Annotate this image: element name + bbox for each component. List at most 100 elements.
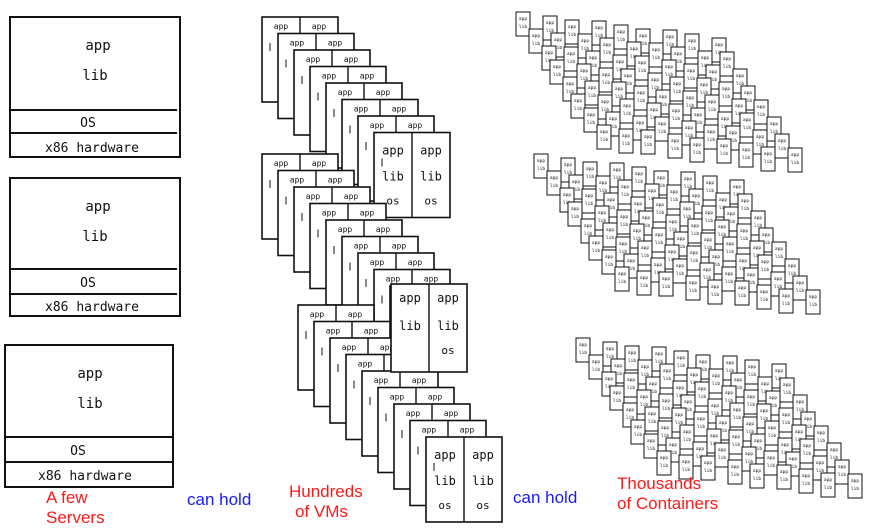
container-lib-label: lib (623, 111, 631, 117)
container-lib-label: lib (584, 231, 592, 237)
container-app-label: app (626, 408, 634, 413)
container-app-label: app (581, 39, 589, 44)
container-app-label: app (795, 430, 803, 435)
container-app-label: app (701, 56, 709, 61)
container-app-label: app (689, 281, 697, 286)
container-app-label: app (550, 176, 558, 181)
container-app-label: app (739, 259, 747, 264)
container-app-label: app (609, 117, 617, 122)
container-lib-label: lib (658, 129, 666, 135)
container-app-label: app (587, 113, 595, 118)
container-lib-label: lib (587, 120, 595, 126)
vm-app-label: app (328, 176, 343, 185)
container-lib-label: lib (669, 450, 677, 456)
container-lib-label: lib (650, 115, 658, 121)
vm-lib-label: lib (420, 170, 442, 184)
container-app-label: app (803, 444, 811, 449)
container-app-label: app (704, 238, 712, 243)
container-app-label: app (665, 65, 673, 70)
container-app-label: app (648, 189, 656, 194)
container-lib-label: lib (617, 37, 625, 43)
container-app-label: app (592, 241, 600, 246)
vm-app-label: app (354, 105, 369, 114)
container-app-label: app (692, 194, 700, 199)
container-lib-label: lib (720, 151, 728, 157)
container-lib-label: lib (718, 232, 726, 238)
container-lib-label: lib (689, 288, 697, 294)
container-lib-label: lib (851, 486, 859, 492)
vm-app-label: app (326, 327, 341, 336)
thousands-caption-line1: Thousands (617, 474, 702, 493)
vm-app-label: app (338, 88, 353, 97)
container-app-label: app (734, 378, 742, 383)
container-app-label: app (690, 373, 698, 378)
container-app-label: app (603, 43, 611, 48)
container-app-label: app (655, 233, 663, 238)
container-app-label: app (638, 61, 646, 66)
container-lib-label: lib (736, 81, 744, 87)
container-app-label: app (761, 382, 769, 387)
container-app-label: app (733, 185, 741, 190)
container-lib-label: lib (706, 188, 714, 194)
container-lib-label: lib (816, 468, 824, 474)
container-lib-label: lib (756, 142, 764, 148)
container-lib-label: lib (677, 244, 685, 250)
container-app-label: app (688, 39, 696, 44)
container-lib-label: lib (804, 424, 812, 430)
container-app-label: app (656, 203, 664, 208)
container-app-label: app (691, 224, 699, 229)
container-lib-label: lib (753, 476, 761, 482)
container-app-label: app (760, 290, 768, 295)
container-lib-label: lib (738, 293, 746, 299)
container-lib-label: lib (740, 236, 748, 242)
container-lib-label: lib (764, 159, 772, 165)
vm-app-label: app (370, 258, 385, 267)
container-lib-label: lib (656, 210, 664, 216)
container-lib-label: lib (638, 68, 646, 74)
container-lib-label: lib (605, 384, 613, 390)
container-app-label: app (708, 100, 716, 105)
container-app-label: app (682, 460, 690, 465)
container-lib-label: lib (699, 367, 707, 373)
container-lib-label: lib (553, 72, 561, 78)
container-app-label: app (684, 177, 692, 182)
container-app-label: app (770, 122, 778, 127)
container-lib-label: lib (654, 270, 662, 276)
container-lib-label: lib (761, 389, 769, 395)
container-app-label: app (757, 105, 765, 110)
container-app-label: app (651, 78, 659, 83)
container-app-label: app (796, 400, 804, 405)
vm-app-label: app (338, 225, 353, 234)
container-app-label: app (711, 285, 719, 290)
container-lib-label: lib (655, 359, 663, 365)
container-lib-label: lib (753, 253, 761, 259)
container-lib-label: lib (606, 354, 614, 360)
vm-app-label: app (274, 159, 289, 168)
container-app-label: app (553, 65, 561, 70)
container-lib-label: lib (619, 249, 627, 255)
container-app-label: app (700, 83, 708, 88)
vm-lib-label: lib (434, 474, 456, 488)
container-app-label: app (640, 276, 648, 281)
container-lib-label: lib (572, 187, 580, 193)
container-app-label: app (641, 246, 649, 251)
container-app-label: app (669, 443, 677, 448)
vm-app-label: app (358, 360, 373, 369)
container-app-label: app (738, 286, 746, 291)
container-app-label: app (699, 360, 707, 365)
vm-app-label: app (376, 88, 391, 97)
